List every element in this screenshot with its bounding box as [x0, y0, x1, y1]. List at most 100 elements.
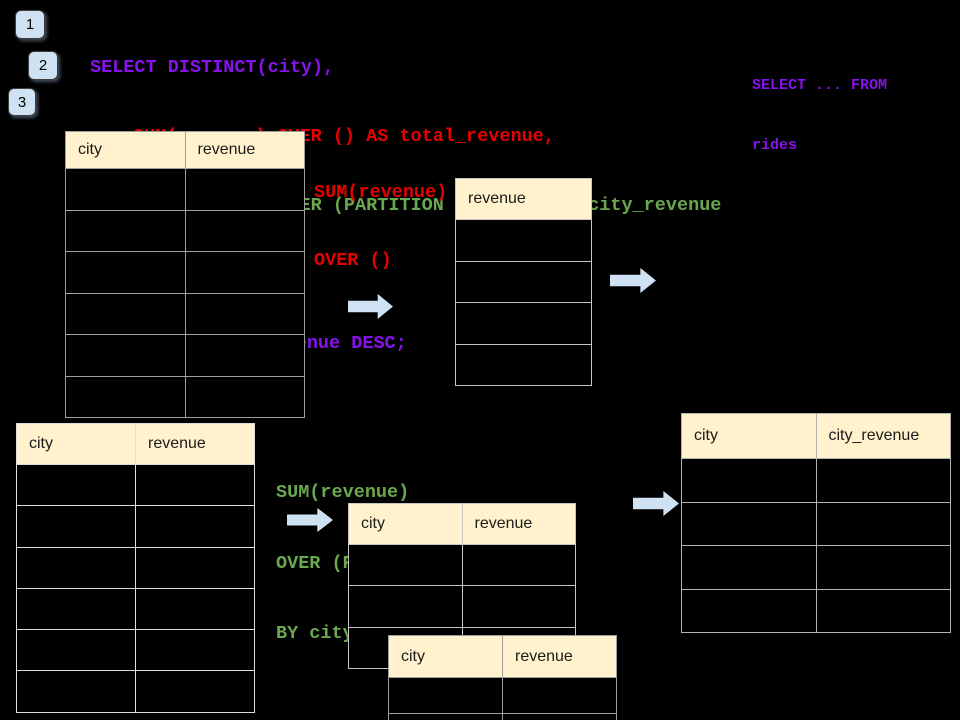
table-row — [17, 464, 254, 506]
table-cell — [66, 335, 185, 376]
table-cell — [17, 630, 135, 670]
table-cell — [184, 252, 305, 293]
table-header-row: revenue — [456, 179, 591, 219]
table-cell — [135, 671, 254, 712]
column-header-city: city — [29, 435, 53, 452]
step-badge-2: 2 — [28, 51, 58, 80]
column-header-city-revenue: city_revenue — [815, 414, 951, 458]
table-cell — [349, 545, 462, 585]
table-cell — [17, 589, 135, 629]
side-note-line1: SELECT ... FROM — [752, 77, 888, 94]
table-row — [66, 251, 304, 293]
table-row — [456, 343, 591, 386]
column-header-revenue: revenue — [461, 504, 576, 544]
table-cell — [135, 465, 254, 506]
table-cell — [815, 459, 951, 502]
table-row — [17, 587, 254, 630]
column-header-revenue: revenue — [468, 190, 526, 207]
table-header-row: city revenue — [349, 504, 575, 544]
table-cell — [389, 678, 502, 713]
table-cell — [17, 506, 135, 546]
table-cell — [135, 547, 254, 588]
column-header-revenue: revenue — [184, 132, 305, 168]
table-source-rides-partition: city revenue — [16, 423, 255, 713]
column-header-city: city — [401, 647, 425, 665]
table-header-row: city revenue — [66, 132, 304, 168]
table-cell — [17, 671, 135, 711]
step-badge-1: 1 — [15, 10, 45, 39]
table-cell — [66, 169, 185, 210]
table-cell — [135, 630, 254, 671]
table-row — [17, 505, 254, 547]
annotation-sum-over-total: SUM(revenue) OVER () — [314, 137, 447, 317]
sql-line-select: SELECT DISTINCT(city), — [90, 57, 335, 78]
table-cell — [815, 546, 951, 589]
table-cell — [17, 548, 135, 588]
column-header-revenue: revenue — [502, 636, 616, 677]
table-cell — [815, 589, 951, 632]
table-cell — [184, 169, 305, 210]
table-result-city-revenue: city city_revenue — [681, 413, 951, 633]
table-cell — [502, 714, 616, 720]
column-header-city: city — [694, 427, 718, 444]
step-badge-3: 3 — [8, 88, 36, 116]
table-cell — [66, 252, 185, 293]
table-row — [17, 670, 254, 712]
table-header-row: city city_revenue — [682, 414, 950, 458]
table-cell — [66, 211, 185, 252]
arrow-right-icon — [633, 491, 679, 516]
table-row — [682, 545, 950, 589]
table-cell — [682, 546, 816, 589]
table-row — [682, 588, 951, 633]
table-row — [66, 334, 304, 376]
table-cell — [135, 588, 254, 630]
column-header-city: city — [78, 141, 102, 158]
table-row — [682, 458, 950, 502]
table-row — [66, 375, 305, 418]
table-row — [456, 302, 591, 344]
table-cell — [456, 262, 591, 303]
table-row — [349, 544, 576, 586]
annotation-line: SUM(revenue) — [276, 482, 410, 503]
side-note-line2: rides — [752, 137, 798, 154]
table-cell — [184, 376, 305, 417]
table-cell — [461, 545, 576, 586]
table-cell — [682, 503, 816, 546]
table-cell — [456, 303, 591, 344]
column-header-revenue: revenue — [135, 424, 254, 464]
table-cell — [184, 210, 305, 251]
table-row — [389, 713, 616, 720]
table-cell — [389, 714, 502, 720]
table-cell — [66, 294, 185, 335]
table-cell — [456, 345, 591, 386]
table-cell — [682, 459, 816, 502]
table-source-rides-total: city revenue — [65, 131, 305, 418]
annotation-line: SUM(revenue) — [314, 182, 448, 203]
table-row — [17, 546, 254, 588]
table-header-row: city revenue — [389, 636, 616, 677]
table-cell — [461, 586, 576, 627]
table-cell — [66, 377, 185, 418]
table-cell — [17, 465, 135, 505]
table-row — [389, 677, 616, 713]
table-cell — [184, 293, 305, 334]
table-row — [17, 629, 254, 671]
table-row — [66, 292, 305, 335]
table-row — [682, 501, 951, 546]
table-partition-group-2: city revenue — [388, 635, 617, 720]
table-cell — [502, 678, 616, 713]
table-cell — [135, 506, 254, 547]
select-from-rides-note: SELECT ... FROM rides — [752, 36, 887, 196]
table-header-row: city revenue — [17, 424, 254, 464]
table-row — [66, 168, 304, 210]
table-row — [456, 260, 591, 303]
table-cell — [184, 335, 305, 376]
table-cell — [682, 590, 816, 633]
table-row — [349, 585, 576, 627]
table-cell — [815, 502, 951, 545]
table-cell — [349, 586, 462, 626]
column-header-city: city — [361, 515, 385, 532]
table-cell — [456, 220, 591, 261]
annotation-line: OVER () — [314, 249, 392, 271]
